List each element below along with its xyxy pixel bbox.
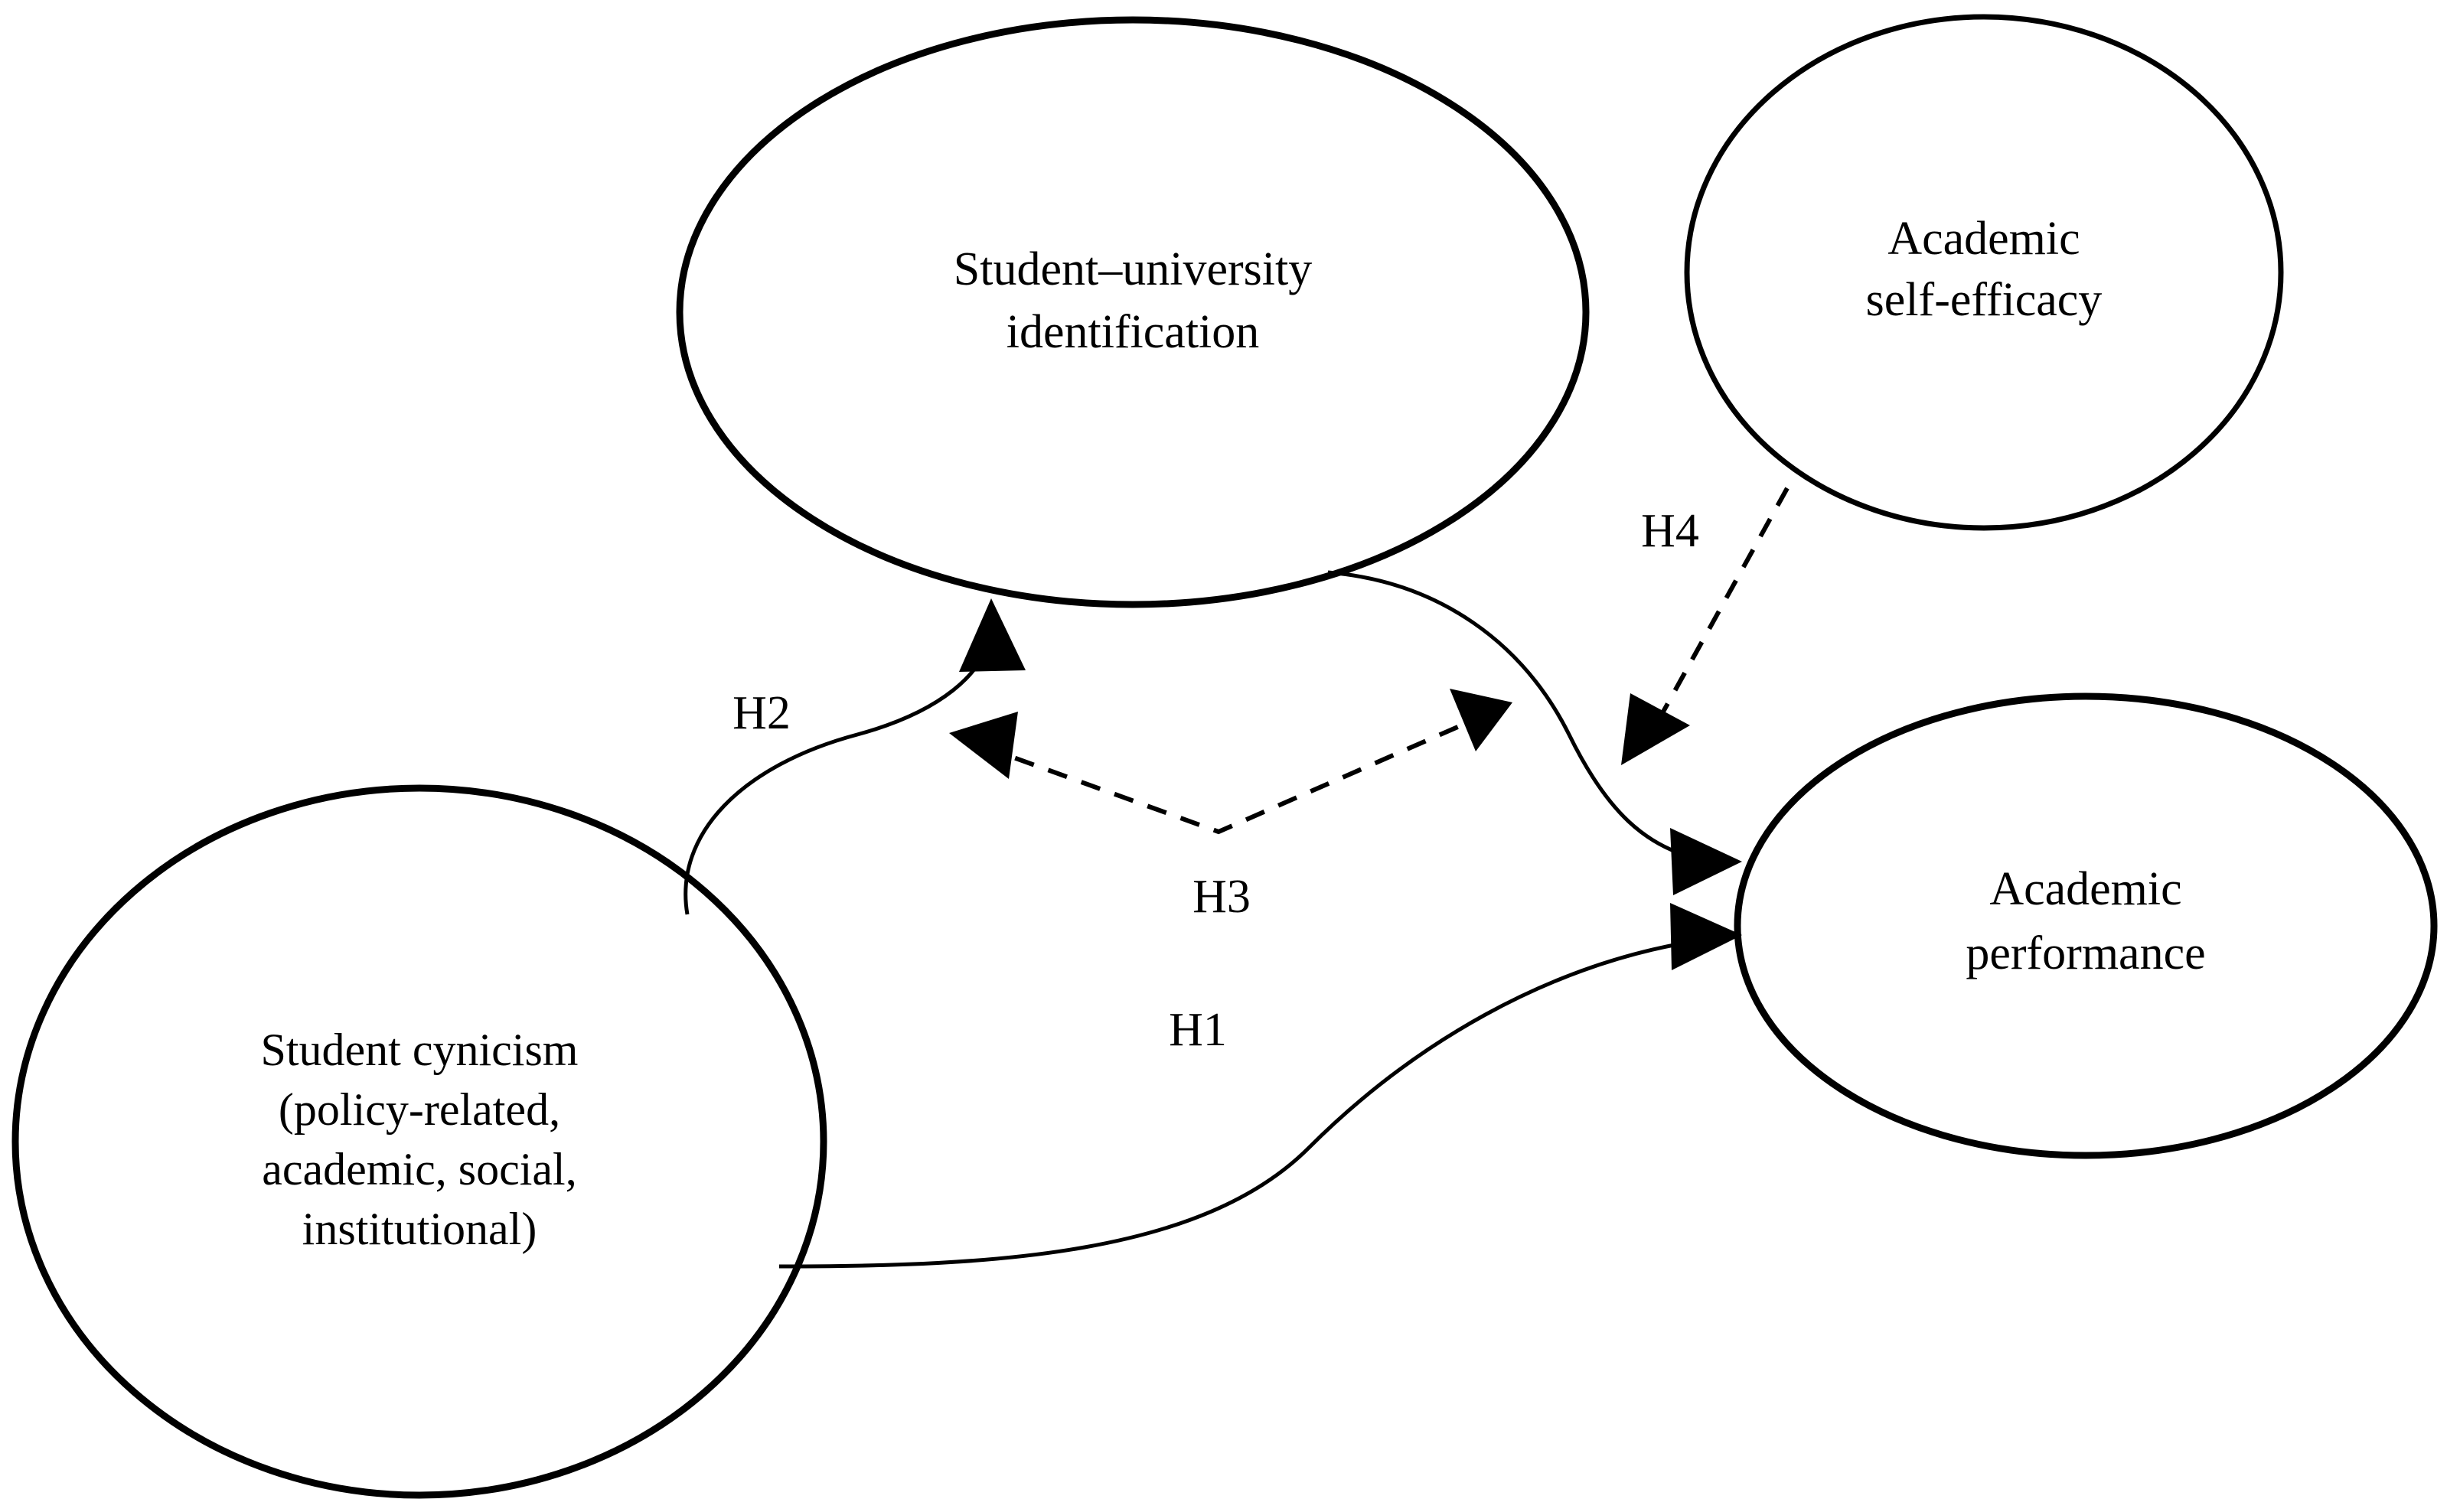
node-student-cynicism-line-3: academic, social, (262, 1144, 576, 1194)
edge-h2-line (684, 633, 993, 915)
edge-h1-arrowhead (1670, 903, 1742, 970)
edge-h2[interactable]: H2 (684, 598, 1026, 915)
edge-mediation-arrowhead (1670, 828, 1742, 895)
edge-h3[interactable]: H3 (949, 689, 1512, 923)
edge-h4-label: H4 (1641, 505, 1699, 557)
edge-h3-arrowhead-right (1450, 689, 1512, 751)
edge-h2-arrowhead (959, 598, 1026, 672)
node-student-cynicism-outline (11, 784, 827, 1499)
edge-h2-label: H2 (732, 687, 791, 739)
node-student-cynicism[interactable]: Student cynicism (policy-related, academ… (11, 784, 827, 1499)
edge-h1-label: H1 (1169, 1004, 1227, 1056)
node-student-cynicism-line-1: Student cynicism (261, 1025, 579, 1075)
edge-h4-arrowhead (1621, 693, 1690, 765)
node-academic-self-efficacy[interactable]: Academic self-efficacy (1684, 14, 2284, 531)
edge-h3-label: H3 (1192, 871, 1251, 923)
edge-mediation-line (1327, 570, 1706, 862)
node-student-university-identification-line-2: identification (1007, 306, 1260, 358)
node-academic-self-efficacy-line-2: self-efficacy (1866, 274, 2103, 326)
node-student-cynicism-line-4: institutional) (302, 1204, 537, 1254)
edge-h1[interactable]: H1 (778, 903, 1742, 1269)
node-academic-performance-outline (1734, 692, 2438, 1159)
node-student-cynicism-line-2: (policy-related, (279, 1084, 560, 1135)
edge-h1-line (778, 937, 1706, 1269)
node-academic-performance[interactable]: Academic performance (1734, 692, 2438, 1159)
node-student-university-identification-line-1: Student–university (954, 243, 1312, 295)
node-academic-performance-line-2: performance (1966, 927, 2205, 979)
node-academic-self-efficacy-outline (1684, 14, 2284, 531)
node-academic-self-efficacy-line-1: Academic (1887, 213, 2080, 265)
node-academic-performance-line-1: Academic (1989, 863, 2181, 915)
node-student-university-identification-outline (676, 16, 1590, 608)
node-student-university-identification[interactable]: Student–university identification (676, 16, 1590, 608)
edge-mediation-path[interactable] (1327, 570, 1742, 895)
edge-h4-line (1645, 487, 1790, 742)
edge-h4[interactable]: H4 (1621, 487, 1790, 765)
edge-h3-arrowhead-left (949, 712, 1018, 779)
edge-h3-line (980, 715, 1480, 835)
